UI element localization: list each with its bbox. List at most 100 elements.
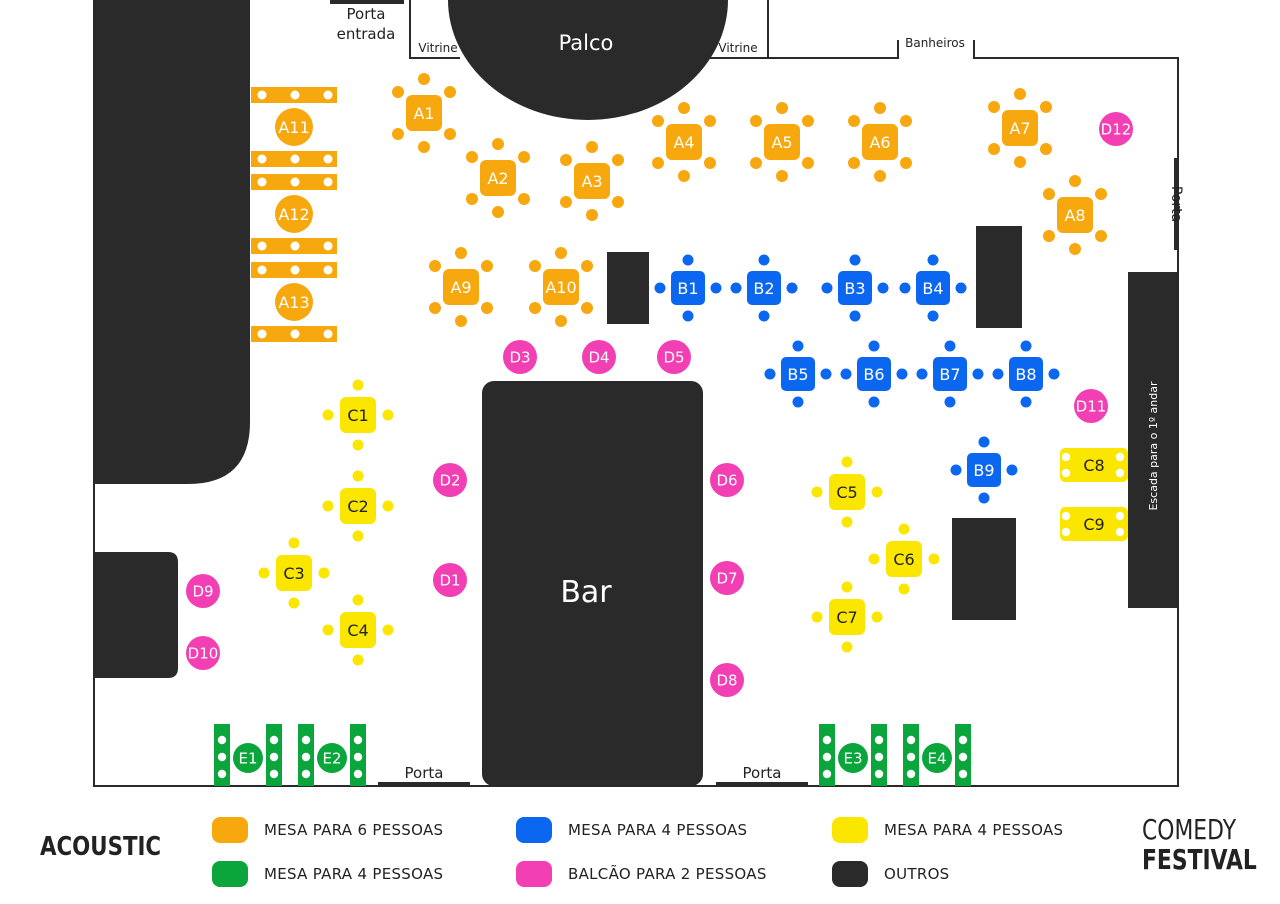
table-a5[interactable]: A5	[750, 102, 814, 182]
table-e2[interactable]: E2	[298, 724, 366, 786]
counter-seat	[1074, 389, 1108, 423]
seat	[849, 254, 861, 266]
table-c3[interactable]: C3	[258, 537, 330, 609]
table-label: C2	[347, 497, 368, 516]
table-top	[916, 271, 950, 305]
table-a9[interactable]: A9	[429, 247, 493, 327]
seat	[290, 241, 300, 251]
table-top	[671, 271, 705, 305]
seat	[418, 141, 430, 153]
seat	[802, 157, 814, 169]
seat	[301, 769, 311, 779]
seat	[841, 456, 853, 468]
seat	[455, 247, 467, 259]
table-e1[interactable]: E1	[214, 724, 282, 786]
table-b8[interactable]: B8	[992, 340, 1060, 408]
counter-seat	[433, 463, 467, 497]
bathrooms-label: Banheiros	[905, 36, 965, 50]
table-a12[interactable]: A12	[251, 174, 337, 254]
table-top	[480, 160, 516, 196]
entrance-label-2: entrada	[337, 25, 396, 43]
counter-d1[interactable]: D1	[433, 563, 467, 597]
counter-d3[interactable]: D3	[503, 340, 537, 374]
seat	[555, 315, 567, 327]
seat	[988, 143, 1000, 155]
table-c9[interactable]: C9	[1060, 507, 1128, 541]
counter-label: D9	[192, 582, 213, 600]
table-label: A9	[450, 278, 471, 297]
table-top	[275, 195, 313, 233]
counter-seat	[186, 574, 220, 608]
table-c8[interactable]: C8	[1060, 448, 1128, 482]
event-logo-line2: FESTIVAL	[1142, 843, 1257, 876]
counter-d10[interactable]: D10	[186, 636, 220, 670]
table-label: C5	[836, 483, 857, 502]
table-b3[interactable]: B3	[821, 254, 889, 322]
counter-d9[interactable]: D9	[186, 574, 220, 608]
table-b7[interactable]: B7	[916, 340, 984, 408]
table-c1[interactable]: C1	[322, 379, 394, 451]
table-b6[interactable]: B6	[840, 340, 908, 408]
table-c4[interactable]: C4	[322, 594, 394, 666]
table-c7[interactable]: C7	[811, 581, 883, 653]
table-a11[interactable]: A11	[251, 87, 337, 167]
table-a10[interactable]: A10	[529, 247, 593, 327]
table-top	[829, 474, 865, 510]
seat	[822, 769, 832, 779]
seat	[822, 735, 832, 745]
counter-d12[interactable]: D12	[1099, 112, 1133, 146]
pillar-3	[952, 518, 1016, 620]
table-b2[interactable]: B2	[730, 254, 798, 322]
seat	[874, 769, 884, 779]
legend-swatch	[832, 861, 868, 887]
table-top	[967, 453, 1001, 487]
table-c5[interactable]: C5	[811, 456, 883, 528]
table-b5[interactable]: B5	[764, 340, 832, 408]
counter-d8[interactable]: D8	[710, 663, 744, 697]
table-e4[interactable]: E4	[903, 724, 971, 786]
seat	[318, 567, 330, 579]
table-a4[interactable]: A4	[652, 102, 716, 182]
vitrine-left-label: Vitrine	[418, 41, 457, 55]
bottom-right-door	[716, 782, 808, 786]
seat	[323, 241, 333, 251]
counter-d4[interactable]: D4	[582, 340, 616, 374]
seat	[916, 368, 928, 380]
seat	[352, 594, 364, 606]
table-top	[764, 124, 800, 160]
seat	[821, 282, 833, 294]
table-b9[interactable]: B9	[950, 436, 1018, 504]
counter-d11[interactable]: D11	[1074, 389, 1108, 423]
counter-d7[interactable]: D7	[710, 561, 744, 595]
seat	[900, 157, 912, 169]
seat	[353, 735, 363, 745]
seat	[811, 486, 823, 498]
table-a7[interactable]: A7	[988, 88, 1052, 168]
table-top	[276, 555, 312, 591]
counter-label: D11	[1076, 397, 1107, 415]
counter-d5[interactable]: D5	[657, 340, 691, 374]
seat	[392, 128, 404, 140]
table-b1[interactable]: B1	[654, 254, 722, 322]
counter-d2[interactable]: D2	[433, 463, 467, 497]
seat	[481, 260, 493, 272]
seat	[898, 523, 910, 535]
seat	[382, 500, 394, 512]
table-e3[interactable]: E3	[819, 724, 887, 786]
seat	[1014, 88, 1026, 100]
bar-label: Bar	[560, 575, 612, 610]
table-c2[interactable]: C2	[322, 470, 394, 542]
table-label: E3	[843, 749, 862, 767]
table-a1[interactable]: A1	[392, 73, 456, 153]
counter-d6[interactable]: D6	[710, 463, 744, 497]
table-c6[interactable]: C6	[868, 523, 940, 595]
table-a6[interactable]: A6	[848, 102, 912, 182]
seat	[257, 241, 267, 251]
table-a13[interactable]: A13	[251, 262, 337, 342]
table-a2[interactable]: A2	[466, 138, 530, 218]
seat	[750, 157, 762, 169]
table-b4[interactable]: B4	[899, 254, 967, 322]
table-a8[interactable]: A8	[1043, 175, 1107, 255]
table-a3[interactable]: A3	[560, 141, 624, 221]
table-label: A11	[278, 118, 309, 137]
